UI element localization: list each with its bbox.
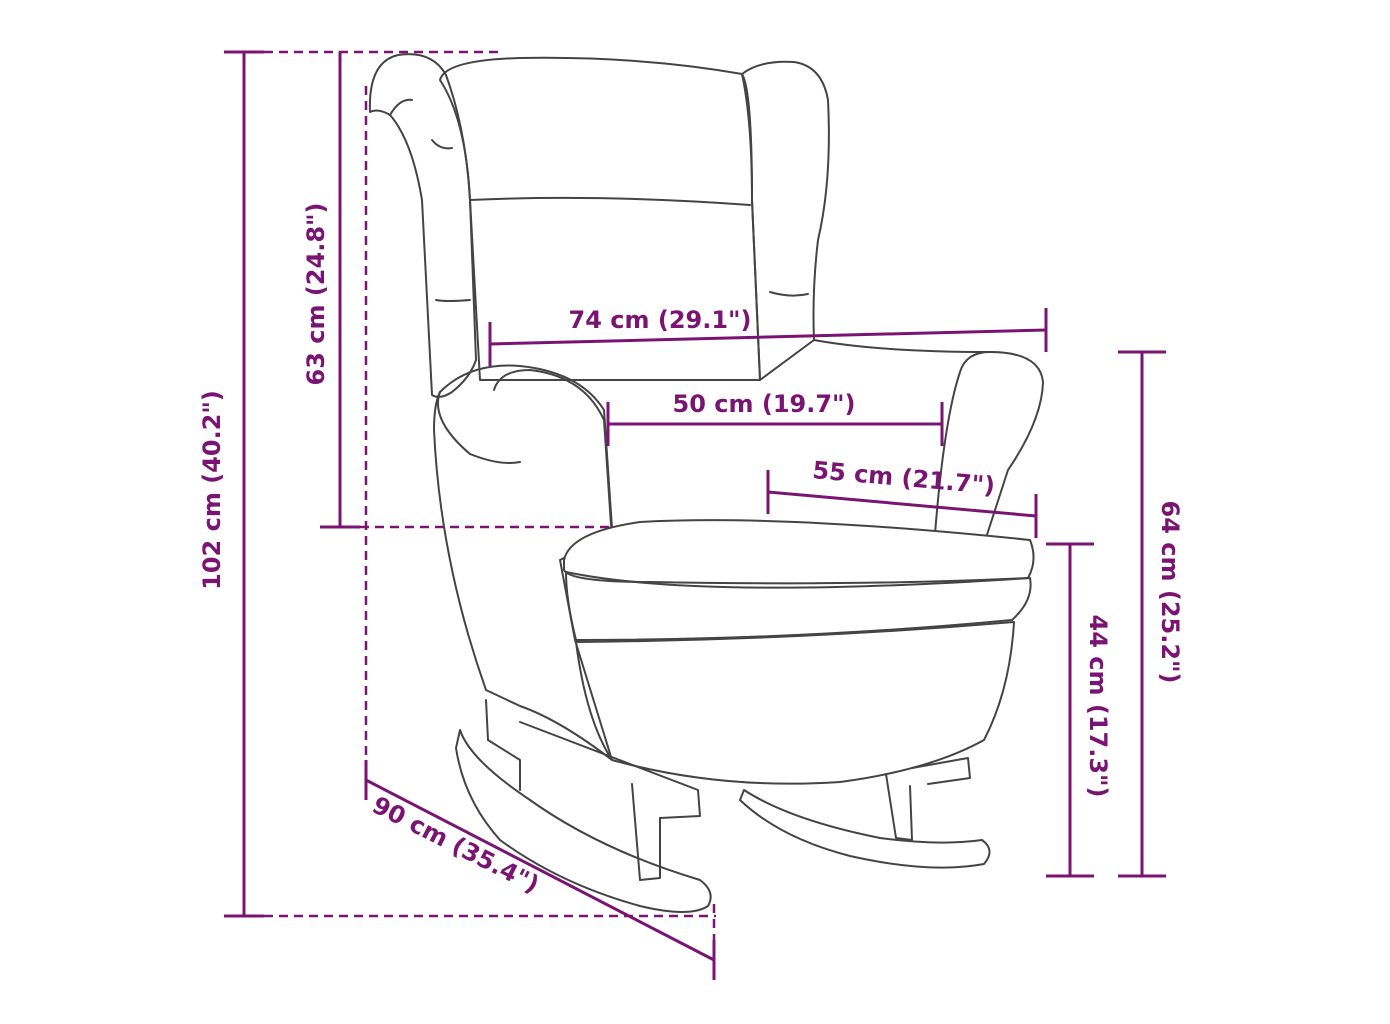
total-depth-label: 90 cm (35.4") (368, 791, 544, 899)
seat-base (575, 621, 1015, 785)
left-wing (368, 53, 477, 398)
rocking-chair-illustration (368, 53, 1044, 913)
rocker-right (739, 789, 991, 869)
dimension-lines (224, 50, 1166, 980)
armrest-height-label: 64 cm (25.2") (1156, 501, 1184, 684)
seat-width-label: 50 cm (19.7") (673, 390, 856, 418)
seat-depth-label: 55 cm (21.7") (811, 456, 996, 500)
left-armrest (433, 364, 613, 761)
total-height-label: 102 cm (40.2") (198, 390, 226, 590)
total-width-line (489, 328, 1047, 346)
seat-depth-line (767, 490, 1037, 518)
total-depth-line (365, 778, 715, 962)
right-armrest (813, 339, 1044, 545)
total-width-label: 74 cm (29.1") (569, 306, 752, 334)
backrest-height-label: 63 cm (24.8") (302, 203, 330, 386)
right-wing (741, 60, 830, 381)
rocker-left (455, 729, 712, 913)
seat-cushion (563, 519, 1035, 585)
seat-height-label: 44 cm (17.3") (1084, 615, 1112, 798)
